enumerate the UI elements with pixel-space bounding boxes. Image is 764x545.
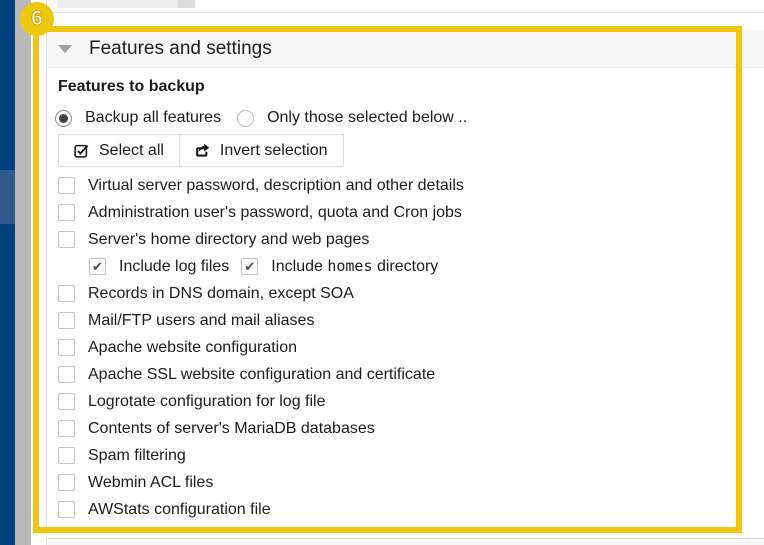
feature-label: Records in DNS domain, except SOA [88, 284, 354, 302]
sub-option: ✔ Include log files [89, 258, 229, 276]
select-all-button[interactable]: Select all [59, 135, 179, 166]
feature-label: Virtual server password, description and… [88, 176, 464, 194]
feature-row: Spam filtering [47, 442, 764, 469]
invert-selection-button[interactable]: Invert selection [178, 135, 343, 166]
sub-label: Include homes directory [271, 257, 439, 275]
feature-checkbox[interactable] [58, 312, 75, 329]
feature-checkbox[interactable] [58, 231, 75, 248]
feature-checkbox[interactable] [58, 447, 75, 464]
feature-row: Apache website configuration [47, 334, 764, 361]
previous-section-remnant [46, 0, 764, 13]
section-header[interactable]: Features and settings [47, 31, 764, 68]
only-selected-label: Only those selected below .. [267, 109, 468, 126]
feature-label: Mail/FTP users and mail aliases [88, 311, 315, 329]
backup-all-label: Backup all features [85, 109, 222, 126]
feature-checkbox[interactable] [58, 393, 75, 410]
feature-row: Webmin ACL files [47, 469, 764, 496]
features-and-settings-panel: Features and settings Features to backup… [46, 31, 764, 530]
feature-checkbox[interactable] [58, 474, 75, 491]
sub-label: Include log files [119, 257, 230, 275]
sidebar-scrollbar[interactable] [15, 0, 31, 545]
next-section-remnant[interactable] [46, 538, 764, 545]
feature-row: AWStats configuration file [47, 496, 764, 523]
checked-box-icon [74, 143, 89, 158]
radio-option-all: Backup all features [55, 109, 221, 127]
section-title: Features and settings [89, 38, 272, 59]
feature-checkbox[interactable] [58, 501, 75, 518]
feature-checkbox[interactable] [58, 339, 75, 356]
feature-label: Contents of server's MariaDB databases [88, 419, 375, 437]
feature-checkbox[interactable] [58, 204, 75, 221]
feature-row: Records in DNS domain, except SOA [47, 280, 764, 307]
feature-row: Virtual server password, description and… [47, 172, 764, 199]
radio-option-selected: Only those selected below .. [237, 109, 467, 127]
sub-checkbox[interactable]: ✔ [89, 258, 106, 275]
feature-label: Apache SSL website configuration and cer… [88, 365, 436, 383]
feature-checkbox[interactable] [58, 420, 75, 437]
sidebar-item[interactable] [0, 170, 15, 224]
features-to-backup-label: Features to backup [58, 78, 205, 95]
feature-label: AWStats configuration file [88, 500, 271, 518]
nav-sidebar [0, 0, 15, 545]
feature-row: Mail/FTP users and mail aliases [47, 307, 764, 334]
feature-checkbox[interactable] [58, 285, 75, 302]
feature-label: Logrotate configuration for log file [88, 392, 326, 410]
server-select-remnant[interactable] [57, 0, 178, 8]
backup-mode-radios: Backup all features Only those selected … [47, 106, 764, 130]
feature-list: Virtual server password, description and… [47, 172, 764, 523]
collapse-triangle-icon [58, 45, 72, 53]
feature-row: Contents of server's MariaDB databases [47, 415, 764, 442]
feature-row: Apache SSL website configuration and cer… [47, 361, 764, 388]
feature-row: Logrotate configuration for log file [47, 388, 764, 415]
feature-checkbox[interactable] [58, 177, 75, 194]
feature-row: Server's home directory and web pages [47, 226, 764, 253]
feature-label: Spam filtering [88, 446, 186, 464]
feature-label: Apache website configuration [88, 338, 298, 356]
selection-button-bar: Select all Invert selection [58, 134, 344, 167]
select-scrollbar[interactable] [178, 0, 195, 8]
section-body: Features to backup Backup all features O… [47, 78, 764, 523]
feature-row: Administration user's password, quota an… [47, 199, 764, 226]
feature-label: Server's home directory and web pages [88, 230, 370, 248]
feature-label: Administration user's password, quota an… [88, 203, 462, 221]
only-selected-radio[interactable] [237, 109, 255, 127]
invert-selection-label: Invert selection [219, 141, 328, 159]
feature-label: Webmin ACL files [88, 473, 214, 491]
feature-checkbox[interactable] [58, 366, 75, 383]
select-all-label: Select all [99, 141, 164, 159]
feature-row: ✔ Include log files ✔ Include homes directo… [47, 253, 764, 280]
share-arrow-icon [195, 143, 210, 158]
sub-checkbox[interactable]: ✔ [241, 258, 259, 275]
backup-all-radio[interactable] [55, 109, 72, 127]
sub-option: ✔ Include homes directory [241, 257, 438, 276]
